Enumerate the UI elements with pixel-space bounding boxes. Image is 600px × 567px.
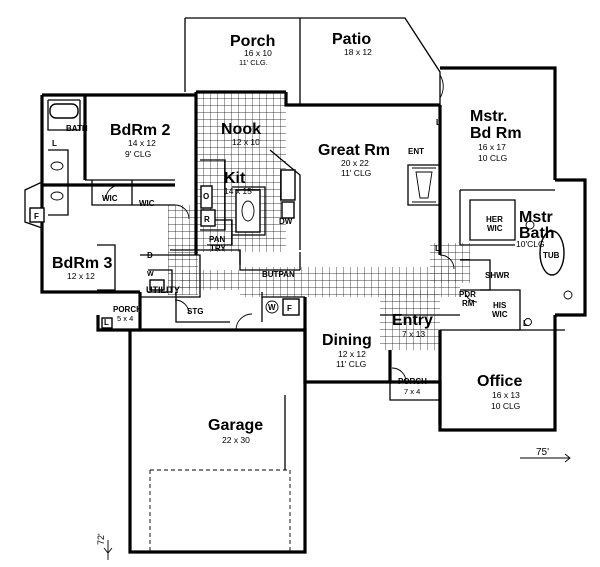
her-wic-label-1: HER <box>486 215 503 224</box>
patio-name: Patio <box>332 31 371 48</box>
kit-name: Kit <box>224 170 246 187</box>
bdrm3-size: 12 x 12 <box>67 271 95 281</box>
entry-name: Entry <box>392 312 433 329</box>
porch-front-size: 7 x 4 <box>404 387 420 396</box>
porch-small-name: PORCH <box>113 305 142 314</box>
fixture-labels: WIC WIC HER WIC HIS WIC PAN TRY BUTPAN E… <box>34 118 560 328</box>
mbath-name-2: Bath <box>519 225 555 242</box>
ent-label: ENT <box>408 147 424 156</box>
mbath-ceiling: 10'CLG <box>516 239 545 249</box>
w1-label: W <box>268 303 276 312</box>
stg-label: STG <box>187 307 203 316</box>
bdrm3-name: BdRm 3 <box>52 255 113 272</box>
mstr-name-2: Bd Rm <box>470 125 522 142</box>
garage-details <box>149 382 441 552</box>
porch-front-name: PORCH <box>398 377 427 386</box>
room-labels: Porch 16 x 10 11' CLG. Patio 18 x 12 BAT… <box>52 31 555 445</box>
oven-label: O <box>203 192 209 201</box>
dining-name: Dining <box>322 332 372 349</box>
office-name: Office <box>477 373 522 390</box>
w2-label: W <box>147 271 154 278</box>
doors <box>105 74 478 383</box>
nook-size: 12 x 10 <box>232 137 260 147</box>
l1-label: L <box>52 139 57 148</box>
garage-size: 22 x 30 <box>222 435 250 445</box>
pdr-label-2: RM <box>462 299 475 308</box>
f1-label: F <box>34 212 39 221</box>
bdrm2-size: 14 x 12 <box>128 138 156 148</box>
mstr-size: 16 x 17 <box>478 142 506 152</box>
pantry-label-2: TRY <box>210 244 226 253</box>
great-ceiling: 11' CLG <box>341 168 371 178</box>
side-entry <box>24 180 113 329</box>
overall-dimensions: 75' 72' <box>96 447 549 545</box>
l5-label: L <box>104 318 109 327</box>
wic2-label: WIC <box>139 199 155 208</box>
entry-size: 7 x 13 <box>402 329 425 339</box>
patio-size: 18 x 12 <box>344 47 372 57</box>
nook-name: Nook <box>221 121 261 138</box>
tub-label: TUB <box>543 251 560 260</box>
width-dimension: 75' <box>536 447 549 458</box>
dining-size: 12 x 12 <box>338 349 366 359</box>
bath-name: BATH <box>66 124 88 133</box>
l2-label: L <box>436 118 441 127</box>
mstr-ceiling: 10 CLG <box>478 153 507 163</box>
his-wic-label-2: WIC <box>492 310 508 319</box>
pantry-label-1: PAN <box>209 235 226 244</box>
porch-name: Porch <box>230 33 275 50</box>
porch-size: 16 x 10 <box>244 48 272 58</box>
mstr-name-1: Mstr. <box>470 108 507 125</box>
walls <box>40 17 587 554</box>
office-ceiling: 10 CLG <box>491 401 520 411</box>
butpan-label: BUTPAN <box>262 270 295 279</box>
dw-label: DW <box>279 217 293 226</box>
l4-label: L <box>523 319 528 328</box>
depth-dimension: 72' <box>96 533 106 545</box>
pdr-label-1: PDR <box>459 290 476 299</box>
mbath-name-1: Mstr <box>519 209 553 226</box>
tile-floor <box>168 92 470 350</box>
office-size: 16 x 13 <box>492 390 520 400</box>
kit-size: 14 x 15 <box>224 186 252 196</box>
great-size: 20 x 22 <box>341 158 369 168</box>
wic-label: WIC <box>102 194 118 203</box>
garage-name: Garage <box>208 417 263 434</box>
dining-ceiling: 11' CLG <box>336 359 366 369</box>
fridge-label: R <box>204 215 210 224</box>
porch-ceiling: 11' CLG. <box>239 58 268 67</box>
f2-label: F <box>287 304 292 313</box>
utility-fixtures <box>149 279 300 316</box>
bdrm2-name: BdRm 2 <box>110 122 171 139</box>
his-wic-label-1: HIS <box>493 301 507 310</box>
dimension-lines <box>103 453 571 560</box>
bdrm2-ceiling: 9' CLG <box>125 149 151 159</box>
great-name: Great Rm <box>318 142 390 159</box>
l3-label: L <box>435 244 440 253</box>
fireplace <box>407 164 441 206</box>
bath-fixtures <box>49 103 573 326</box>
interior-walls <box>47 99 565 331</box>
shwr-label: SHWR <box>485 271 510 280</box>
porch-small-size: 5 x 4 <box>117 314 133 323</box>
kitchen-counters <box>200 169 296 233</box>
her-wic-label-2: WIC <box>487 224 503 233</box>
utility-name: UTILITY <box>146 285 180 295</box>
d-label: D <box>147 251 153 260</box>
